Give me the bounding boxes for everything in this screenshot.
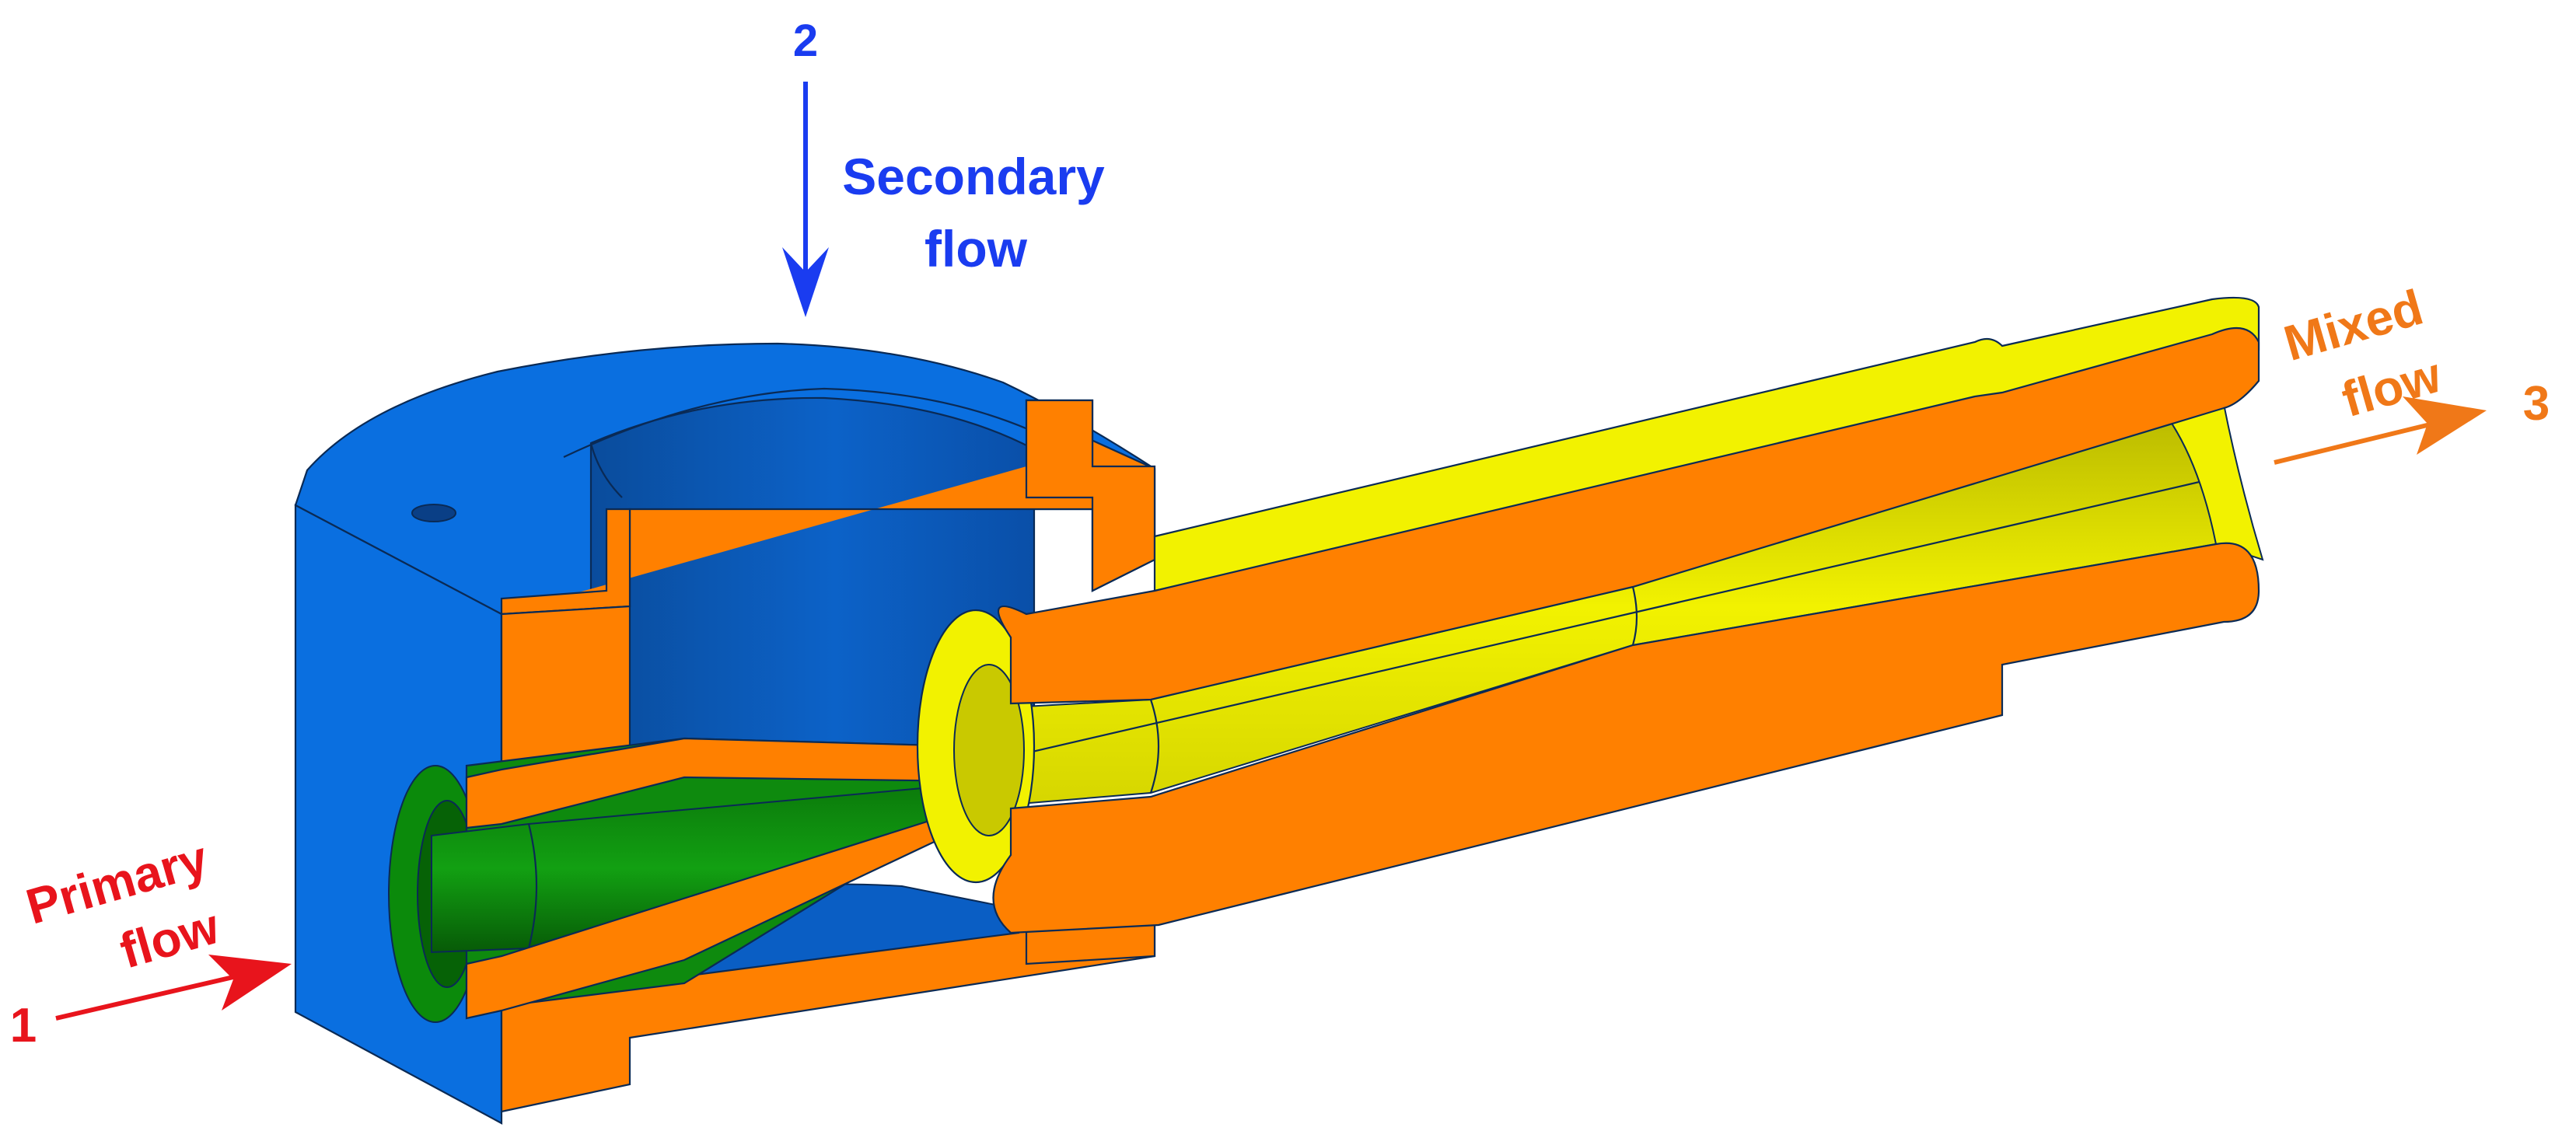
- secondary-flow-arrowhead-icon: [782, 247, 829, 317]
- tube-cut-lower: [992, 542, 2260, 934]
- outlet-bore: [2168, 403, 2264, 561]
- primary-flow-arrowhead-icon: [208, 955, 292, 1011]
- secondary-flow-number: 2: [793, 16, 818, 66]
- body-section-cut: [500, 399, 1156, 1113]
- primary-flow-annotation: 1 Primary flow: [10, 830, 292, 1052]
- primary-flow-label-line2: flow: [114, 898, 225, 979]
- inlet-bell-inner: [953, 664, 1025, 836]
- secondary-flow-annotation: 2 Secondary flow: [782, 16, 1105, 317]
- mounting-hole: [411, 504, 456, 522]
- secondary-flow-label-line1: Secondary: [842, 148, 1105, 205]
- primary-flow-arrow: [55, 969, 257, 1021]
- mixed-flow-annotation: 3 Mixed flow: [2274, 279, 2550, 465]
- tube-outer-skin: [1153, 296, 2260, 592]
- mixed-flow-number: 3: [2523, 377, 2550, 431]
- primary-flow-number: 1: [10, 999, 37, 1052]
- mixed-flow-arrow: [2274, 417, 2450, 465]
- nozzle-cut-lower: [465, 811, 974, 1020]
- mixing-diffuser-tube: [916, 296, 2264, 934]
- secondary-flow-label-line2: flow: [924, 220, 1028, 278]
- mixed-flow-arrowhead-icon: [2403, 396, 2487, 455]
- tube-cut-upper: [998, 326, 2260, 705]
